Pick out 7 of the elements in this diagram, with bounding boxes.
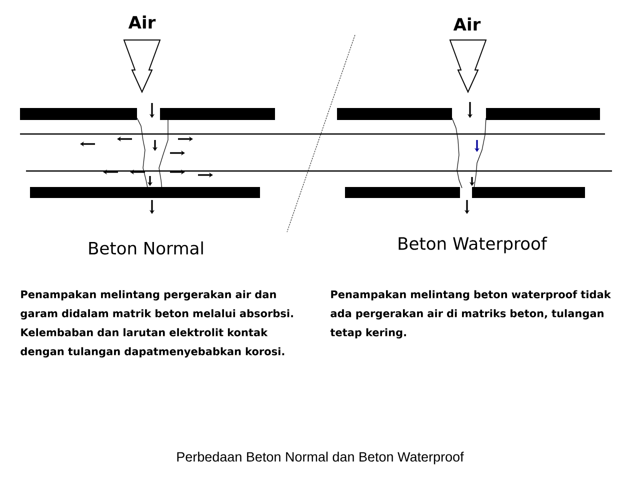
caption: Perbedaan Beton Normal dan Beton Waterproof <box>177 452 464 464</box>
air-label: Air <box>453 18 481 30</box>
section-title: Beton Normal <box>89 241 203 255</box>
description-text: Penampakan melintang pergerakan air dan garam didalam matrik beton melalui absorbsi. Kelembaban dan larutan elektrolit kontak dengan tulangan dapatmenyebabkan korosi. <box>20 290 293 358</box>
description-text: Penampakan melintang beton waterproof tidak ada pergerakan air di matriks beton, tulangan tetap kering. <box>330 290 612 338</box>
section-title: Beton Waterproof <box>398 236 548 254</box>
air-label: Air <box>128 16 156 28</box>
